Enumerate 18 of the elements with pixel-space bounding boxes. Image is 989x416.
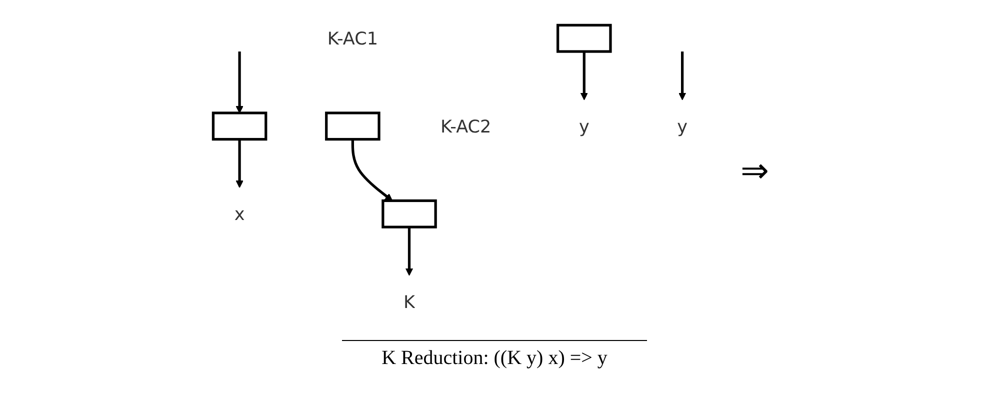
node-text: y [578,116,589,137]
arrow [580,52,588,100]
node-box [556,24,612,53]
node-text: y [676,116,688,137]
transform-sign: ⇒ [740,152,768,190]
arrow [404,227,413,276]
caption: K Reduction: ((K y) x) => y [342,340,648,370]
arrow [678,52,686,100]
node-box [324,112,380,141]
arrow [350,139,392,202]
node-label: K-AC1 [326,28,378,49]
node-text: K [403,291,415,312]
arrow [235,52,243,114]
node-box [211,112,267,141]
arrow [235,139,243,188]
node-label: K-AC2 [440,116,491,137]
node-box [381,199,436,228]
node-text: x [234,203,244,224]
